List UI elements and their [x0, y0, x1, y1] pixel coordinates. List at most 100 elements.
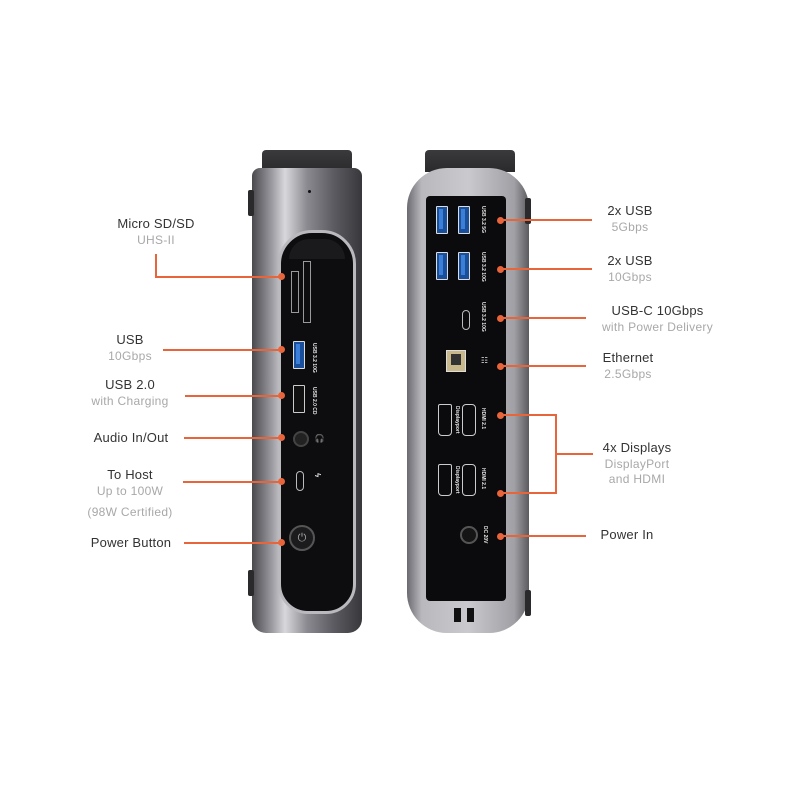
- callout-title: Power In: [600, 527, 654, 542]
- leader-dot: [278, 346, 285, 353]
- callout-power-button: Power Button: [76, 535, 186, 552]
- usb-10g-port-label: USB 3.2 10G: [480, 252, 486, 282]
- leader-dot: [278, 539, 285, 546]
- callout-title: Power Button: [90, 535, 172, 550]
- lock-slot: [454, 608, 461, 622]
- rear-port-panel: USB 3.2 5G USB 3.2 10G USB 3.2 10G ☷ Dis…: [426, 196, 506, 601]
- ethernet-port: [446, 350, 466, 372]
- displayport-label: Displayport: [454, 406, 460, 434]
- leader-line: [500, 414, 556, 416]
- displayport-port: [438, 404, 452, 436]
- callout-audio: Audio In/Out: [76, 430, 186, 447]
- side-tab: [525, 198, 531, 224]
- leader-line: [500, 492, 556, 494]
- callout-note: (98W Certified): [87, 505, 173, 520]
- leader-line: [155, 276, 280, 278]
- callout-subtitle: and HDMI: [608, 472, 666, 487]
- leader-line: [500, 219, 592, 221]
- usb-c-host-port: [296, 471, 304, 491]
- hdmi-label: HDMI 2.1: [480, 468, 486, 490]
- power-button[interactable]: ⏻: [289, 525, 315, 551]
- status-led: [308, 190, 311, 193]
- usb-2-port-label: USB 2.0 CD: [311, 387, 317, 415]
- sd-slot: [303, 261, 311, 323]
- leader-line: [184, 437, 280, 439]
- hdmi-port: [462, 464, 476, 496]
- side-tab: [248, 570, 254, 596]
- callout-usb-5g: 2x USB 5Gbps: [590, 203, 670, 235]
- front-port-panel: USB 3.2 10G USB 2.0 CD 🎧 ϟ ⏻: [278, 230, 356, 614]
- side-tab: [248, 190, 254, 216]
- callout-title: Ethernet: [602, 350, 654, 365]
- leader-dot: [278, 478, 285, 485]
- panel-notch: [289, 239, 345, 259]
- leader-line: [163, 349, 280, 351]
- usb-a-5g-port: [436, 206, 448, 234]
- micro-sd-slot: [291, 271, 299, 313]
- callout-title: USB 2.0: [105, 377, 155, 392]
- hdmi-port: [462, 404, 476, 436]
- leader-dot: [278, 392, 285, 399]
- leader-line: [500, 365, 586, 367]
- usb-c-port-label: USB 3.2 10G: [480, 302, 486, 332]
- usb-c-pd-port: [462, 310, 470, 330]
- callout-title: 2x USB: [607, 203, 653, 218]
- side-tab: [525, 590, 531, 616]
- lock-slot: [467, 608, 474, 622]
- network-icon: ☷: [480, 356, 489, 365]
- callout-subtitle: UHS-II: [137, 232, 175, 247]
- callout-usb-10g: 2x USB 10Gbps: [590, 253, 670, 285]
- usb-a-10g-port: [293, 341, 305, 369]
- usb-2-port: [293, 385, 305, 413]
- dock-front-view: USB 3.2 10G USB 2.0 CD 🎧 ϟ ⏻: [248, 150, 366, 635]
- audio-jack: [293, 431, 309, 447]
- usb-a-10g-port: [458, 252, 470, 280]
- callout-micro-sd: Micro SD/SD UHS-II: [100, 216, 212, 248]
- callout-title: 4x Displays: [602, 440, 672, 455]
- usb-a-10g-port: [436, 252, 448, 280]
- leader-dot: [278, 434, 285, 441]
- usb-5g-port-label: USB 3.2 5G: [480, 206, 486, 233]
- leader-line: [155, 254, 157, 278]
- callout-title: To Host: [107, 467, 153, 482]
- device-top-cap: [262, 150, 352, 172]
- callout-ethernet: Ethernet 2.5Gbps: [588, 350, 668, 382]
- callout-subtitle: with Charging: [91, 393, 169, 408]
- leader-line: [185, 395, 280, 397]
- callout-subtitle: 2.5Gbps: [604, 366, 652, 381]
- hdmi-label: HDMI 2.1: [480, 408, 486, 430]
- dock-rear-view: USB 3.2 5G USB 3.2 10G USB 3.2 10G ☷ Dis…: [407, 150, 531, 635]
- callout-usb-c: USB-C 10Gbps with Power Delivery: [585, 303, 730, 335]
- thunderbolt-icon: ϟ: [313, 473, 322, 478]
- dc-power-port: [460, 526, 478, 544]
- headset-icon: 🎧: [315, 433, 324, 443]
- usb-10g-port-label: USB 3.2 10G: [311, 343, 317, 373]
- callout-usb-10g: USB 10Gbps: [92, 332, 168, 364]
- displayport-label: Displayport: [454, 466, 460, 494]
- leader-line: [500, 317, 586, 319]
- dc-port-label: DC 20V: [482, 526, 488, 544]
- callout-subtitle: 10Gbps: [608, 269, 652, 284]
- leader-line: [183, 481, 280, 483]
- usb-a-5g-port: [458, 206, 470, 234]
- callout-title: USB-C 10Gbps: [611, 303, 704, 318]
- leader-dot: [278, 273, 285, 280]
- displayport-port: [438, 464, 452, 496]
- callout-subtitle: Up to 100W: [96, 483, 164, 498]
- callout-to-host: To Host Up to 100W (98W Certified): [68, 467, 192, 521]
- leader-line: [500, 268, 592, 270]
- callout-title: 2x USB: [607, 253, 653, 268]
- leader-line: [500, 535, 586, 537]
- callout-displays: 4x Displays DisplayPort and HDMI: [592, 440, 682, 488]
- callout-subtitle: 5Gbps: [611, 219, 649, 234]
- callout-subtitle: DisplayPort: [604, 456, 670, 471]
- callout-title: Micro SD/SD: [117, 216, 195, 231]
- callout-subtitle: with Power Delivery: [601, 319, 714, 334]
- device-top-cap: [425, 150, 515, 172]
- leader-line: [555, 453, 593, 455]
- callout-power-in: Power In: [588, 527, 666, 544]
- callout-subtitle: 10Gbps: [108, 348, 152, 363]
- callout-title: Audio In/Out: [93, 430, 169, 445]
- leader-line: [184, 542, 280, 544]
- callout-usb-2: USB 2.0 with Charging: [80, 377, 180, 409]
